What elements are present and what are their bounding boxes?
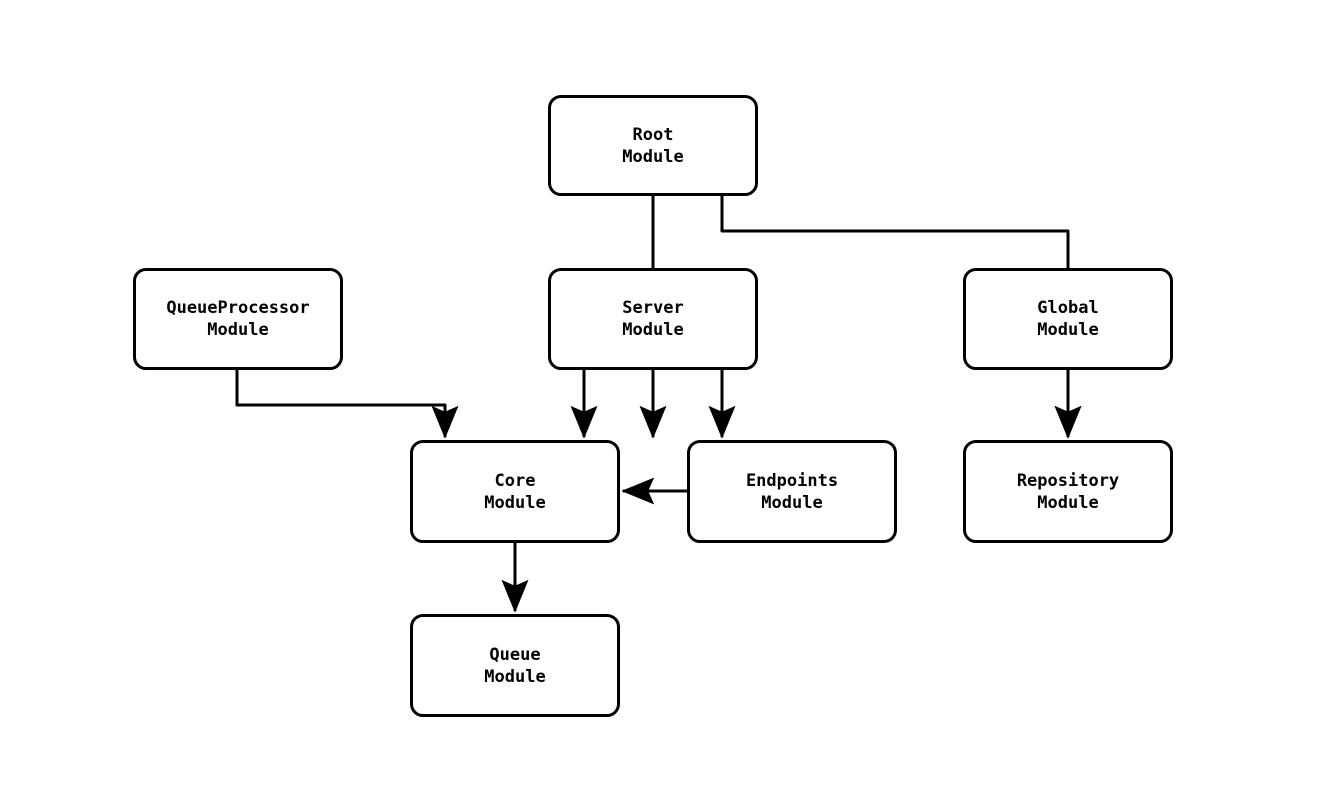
node-label: Queue Module — [484, 644, 546, 687]
node-repository-module[interactable]: Repository Module — [963, 440, 1173, 543]
node-endpoints-module[interactable]: Endpoints Module — [687, 440, 897, 543]
node-label: Core Module — [484, 470, 546, 513]
node-label: QueueProcessor Module — [166, 298, 310, 340]
node-server-module[interactable]: Server Module — [548, 268, 758, 370]
node-label: Server Module — [622, 298, 684, 340]
node-global-module[interactable]: Global Module — [963, 268, 1173, 370]
node-core-module[interactable]: Core Module — [410, 440, 620, 543]
node-label: Repository Module — [1016, 470, 1120, 513]
node-label: Endpoints Module — [745, 470, 839, 513]
node-queueprocessor-module[interactable]: QueueProcessor Module — [133, 268, 343, 370]
node-queue-module[interactable]: Queue Module — [410, 614, 620, 717]
node-root-module[interactable]: Root Module — [548, 95, 758, 196]
node-label: Global Module — [1037, 298, 1099, 340]
node-label: Root Module — [622, 124, 684, 167]
